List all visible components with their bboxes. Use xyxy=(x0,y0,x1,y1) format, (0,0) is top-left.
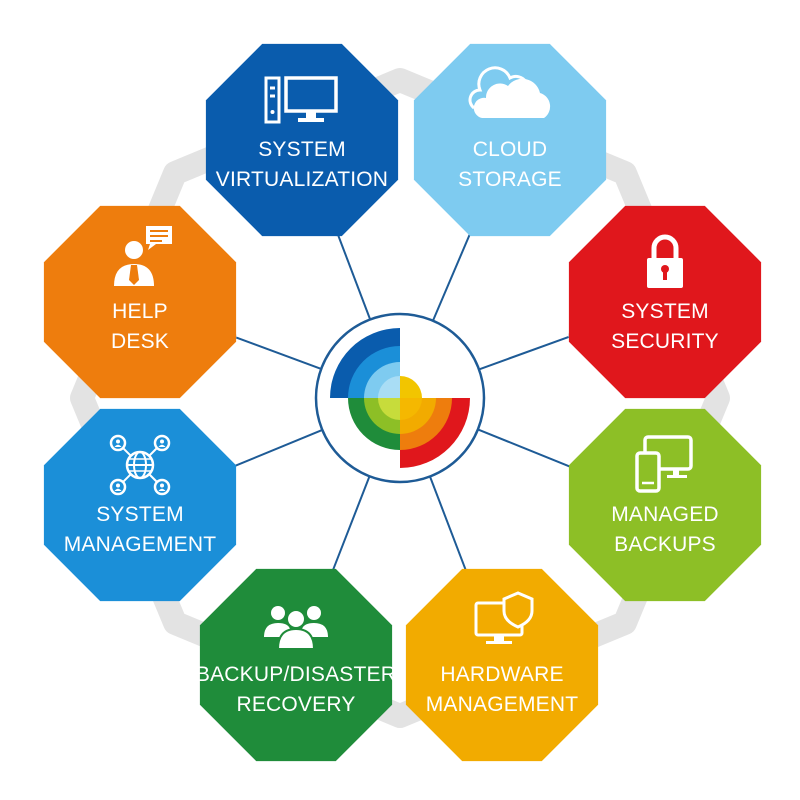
node-help-desk: HELP DESK xyxy=(43,205,237,399)
node-label: MANAGEMENT xyxy=(426,693,579,716)
node-shape xyxy=(199,568,393,762)
node-shape xyxy=(43,408,237,602)
node-label: HARDWARE xyxy=(440,663,563,686)
padlock-icon xyxy=(647,234,683,288)
devices-icon xyxy=(635,435,693,493)
node-shape xyxy=(205,43,399,237)
node-label: VIRTUALIZATION xyxy=(216,168,388,191)
monitor-shield-icon xyxy=(474,591,534,644)
center-hub xyxy=(314,312,486,484)
node-label: HELP xyxy=(112,300,168,323)
node-label: CLOUD xyxy=(473,138,548,161)
users-group-icon xyxy=(264,606,328,650)
center-logo xyxy=(330,328,470,468)
node-cloud-storage: CLOUD STORAGE xyxy=(413,43,607,237)
node-system-security: SYSTEM SECURITY xyxy=(568,205,762,399)
connector-line xyxy=(330,475,371,575)
node-label: BACKUPS xyxy=(614,533,716,556)
network-globe-icon xyxy=(109,434,171,496)
connector-line xyxy=(231,335,322,370)
node-shape xyxy=(568,408,762,602)
node-system-management: SYSTEM MANAGEMENT xyxy=(43,408,237,602)
node-label: MANAGED xyxy=(611,503,719,526)
connector-line xyxy=(477,428,575,470)
node-backup-disaster-recovery: BACKUP/DISASTER RECOVERY xyxy=(196,568,396,762)
node-label: SECURITY xyxy=(611,330,719,353)
node-label: SYSTEM xyxy=(96,503,184,526)
node-label: DESK xyxy=(111,330,169,353)
node-label: BACKUP/DISASTER xyxy=(196,663,396,686)
desktop-computer-icon xyxy=(264,76,338,124)
cloud-icon xyxy=(468,66,551,119)
connector-line xyxy=(335,231,372,320)
node-hardware-management: HARDWARE MANAGEMENT xyxy=(405,568,599,762)
connector-line xyxy=(429,476,468,574)
support-agent-icon xyxy=(114,226,172,286)
node-label: MANAGEMENT xyxy=(64,533,217,556)
connector-line xyxy=(478,334,574,371)
service-nodes: SYSTEM VIRTUALIZATION CLOUD STORAGE SYSTEM SE… xyxy=(43,43,762,762)
connector-line xyxy=(230,429,323,469)
node-shape xyxy=(568,205,762,399)
node-shape xyxy=(405,568,599,762)
node-shape xyxy=(413,43,607,237)
node-system-virtualization: SYSTEM VIRTUALIZATION xyxy=(205,43,399,237)
node-label: STORAGE xyxy=(458,168,562,191)
node-label: RECOVERY xyxy=(236,693,355,716)
node-managed-backups: MANAGED BACKUPS xyxy=(568,408,762,602)
node-label: SYSTEM xyxy=(621,300,709,323)
connector-line xyxy=(432,229,473,322)
node-shape xyxy=(43,205,237,399)
node-label: SYSTEM xyxy=(258,138,346,161)
